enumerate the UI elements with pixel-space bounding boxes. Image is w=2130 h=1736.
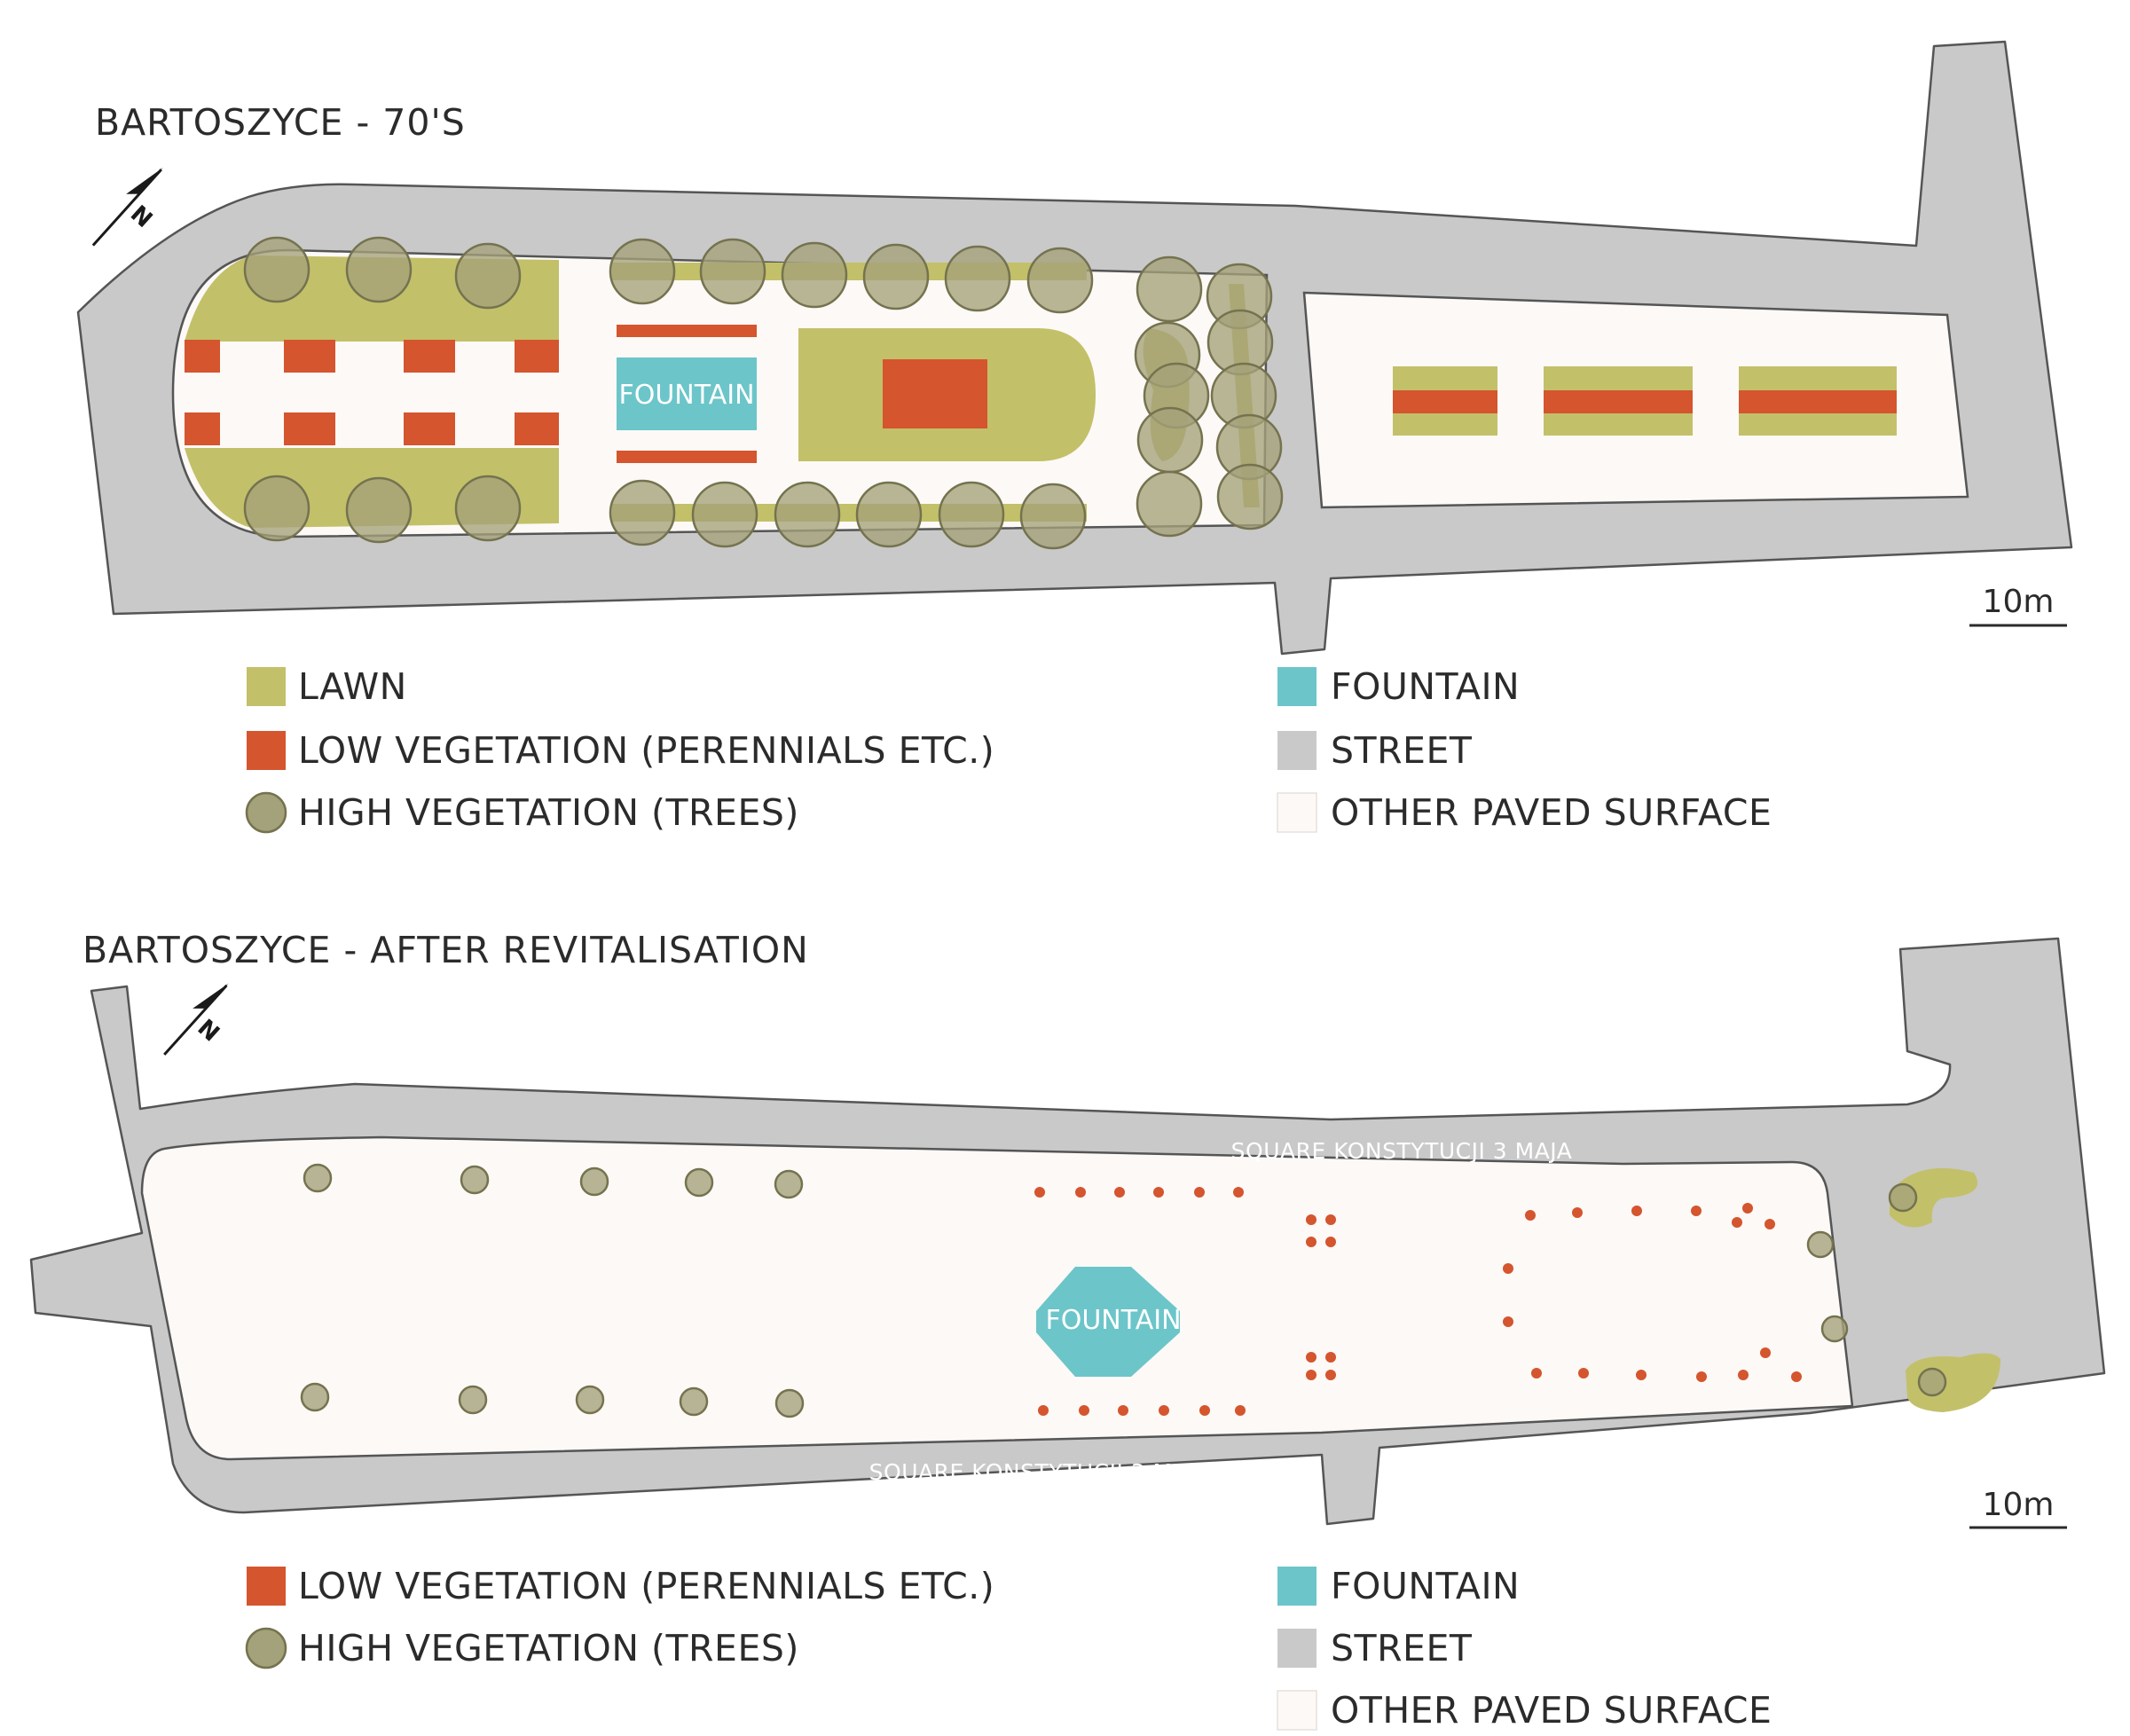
legend-label: FOUNTAIN bbox=[1331, 665, 1520, 708]
legend-swatch-fountain bbox=[1277, 1567, 1317, 1606]
map-after-title: BARTOSZYCE - AFTER REVITALISATION bbox=[83, 929, 809, 971]
legend-label: HIGH VEGETATION (TREES) bbox=[298, 791, 799, 834]
scale-bar-after: 10m bbox=[1969, 1487, 2067, 1529]
tree bbox=[781, 241, 848, 309]
low-vegetation-block bbox=[284, 340, 335, 373]
low-vegetation-block bbox=[404, 340, 455, 373]
tree bbox=[944, 245, 1011, 312]
legend-swatch-street bbox=[1277, 731, 1317, 770]
low-vegetation-strip-north bbox=[617, 325, 757, 337]
tree bbox=[679, 1386, 709, 1417]
tree bbox=[862, 243, 930, 310]
low-vegetation-block bbox=[515, 340, 559, 373]
tree bbox=[1026, 247, 1094, 314]
low-vegetation-block bbox=[515, 412, 559, 445]
legend-swatch-low-vegetation bbox=[247, 731, 286, 770]
tree bbox=[1888, 1182, 1918, 1213]
tree bbox=[460, 1165, 490, 1195]
tree bbox=[579, 1166, 609, 1197]
planters-east bbox=[1393, 366, 1897, 436]
low-vegetation-center bbox=[883, 359, 987, 428]
legend-swatch-trees bbox=[245, 791, 287, 834]
low-vegetation-block bbox=[185, 412, 220, 445]
tree bbox=[454, 242, 522, 310]
tree bbox=[1136, 255, 1203, 323]
tree bbox=[1806, 1230, 1835, 1259]
tree bbox=[243, 236, 310, 303]
scale-label: 10m bbox=[1983, 1487, 2055, 1523]
tree bbox=[699, 238, 766, 305]
tree bbox=[1019, 483, 1087, 550]
tree bbox=[855, 481, 923, 548]
legend-swatch-low-vegetation bbox=[247, 1567, 286, 1606]
legend-70s: LAWN LOW VEGETATION (PERENNIALS ETC.) HI… bbox=[245, 665, 1772, 834]
tree bbox=[1917, 1367, 1947, 1397]
low-vegetation-block bbox=[284, 412, 335, 445]
tree bbox=[1136, 470, 1203, 538]
tree bbox=[609, 479, 676, 546]
low-vegetation-blocks-west bbox=[185, 340, 559, 445]
fountain-label-after: FOUNTAIN bbox=[1045, 1305, 1181, 1336]
scale-label: 10m bbox=[1983, 584, 2055, 620]
street-label-bottom: SQUARE KONSTYTUCJI 3 MAJA bbox=[869, 1459, 1211, 1485]
legend-label: HIGH VEGETATION (TREES) bbox=[298, 1627, 799, 1669]
tree bbox=[609, 238, 676, 305]
legend-swatch-trees bbox=[245, 1627, 287, 1669]
tree bbox=[300, 1382, 330, 1412]
north-arrow-icon: N bbox=[163, 983, 229, 1056]
tree bbox=[1136, 406, 1204, 474]
legend-label: LOW VEGETATION (PERENNIALS ETC.) bbox=[298, 1565, 994, 1607]
tree bbox=[454, 475, 522, 542]
tree bbox=[774, 1388, 805, 1418]
trees-70s bbox=[243, 236, 1284, 550]
legend-swatch-street bbox=[1277, 1629, 1317, 1668]
legend-label: LAWN bbox=[298, 665, 407, 708]
legend-swatch-lawn bbox=[247, 667, 286, 706]
fountain-after bbox=[1036, 1267, 1180, 1377]
legend-label: STREET bbox=[1331, 1627, 1473, 1669]
lawn-line-south bbox=[612, 504, 1087, 522]
tree bbox=[684, 1167, 714, 1198]
tree bbox=[243, 475, 310, 542]
trees-after bbox=[300, 1163, 1947, 1418]
tree bbox=[1216, 463, 1284, 530]
legend-swatch-paved bbox=[1277, 792, 1317, 833]
tree bbox=[774, 1169, 804, 1199]
legend-label: OTHER PAVED SURFACE bbox=[1331, 1689, 1772, 1732]
legend-label: FOUNTAIN bbox=[1331, 1565, 1520, 1607]
legend-label: OTHER PAVED SURFACE bbox=[1331, 791, 1772, 834]
low-vegetation-strip-south bbox=[617, 451, 757, 463]
legend-swatch-fountain bbox=[1277, 667, 1317, 706]
tree bbox=[345, 476, 413, 544]
tree bbox=[575, 1385, 605, 1415]
lawn-patch bbox=[1890, 1167, 1978, 1228]
fountain-70s bbox=[617, 357, 757, 430]
street-label-top: SQUARE KONSTYTUCJI 3 MAJA bbox=[1231, 1138, 1573, 1164]
tree bbox=[345, 236, 413, 303]
tree bbox=[774, 481, 841, 548]
legend-swatch-paved bbox=[1277, 1690, 1317, 1731]
low-vegetation-block bbox=[185, 340, 220, 373]
fountain-label-70s: FOUNTAIN bbox=[618, 380, 754, 411]
lawn-line-north bbox=[612, 263, 1087, 280]
legend-label: STREET bbox=[1331, 729, 1473, 772]
tree bbox=[1820, 1315, 1849, 1343]
tree bbox=[303, 1163, 333, 1193]
tree bbox=[458, 1385, 488, 1415]
low-vegetation-block bbox=[404, 412, 455, 445]
legend-after: LOW VEGETATION (PERENNIALS ETC.) HIGH VE… bbox=[245, 1565, 1772, 1732]
map-after-revitalisation: BARTOSZYCE - AFTER REVITALISATION N SQUA… bbox=[29, 929, 2106, 1732]
legend-label: LOW VEGETATION (PERENNIALS ETC.) bbox=[298, 729, 994, 772]
map-70s-title: BARTOSZYCE - 70'S bbox=[95, 101, 466, 144]
tree bbox=[938, 481, 1005, 548]
paved-plaza bbox=[140, 1135, 1854, 1461]
low-vegetation-dots bbox=[1034, 1187, 1802, 1416]
tree bbox=[691, 481, 758, 548]
map-70s: BARTOSZYCE - 70'S N FOU bbox=[76, 40, 2073, 834]
scale-bar-70s: 10m bbox=[1969, 584, 2067, 627]
